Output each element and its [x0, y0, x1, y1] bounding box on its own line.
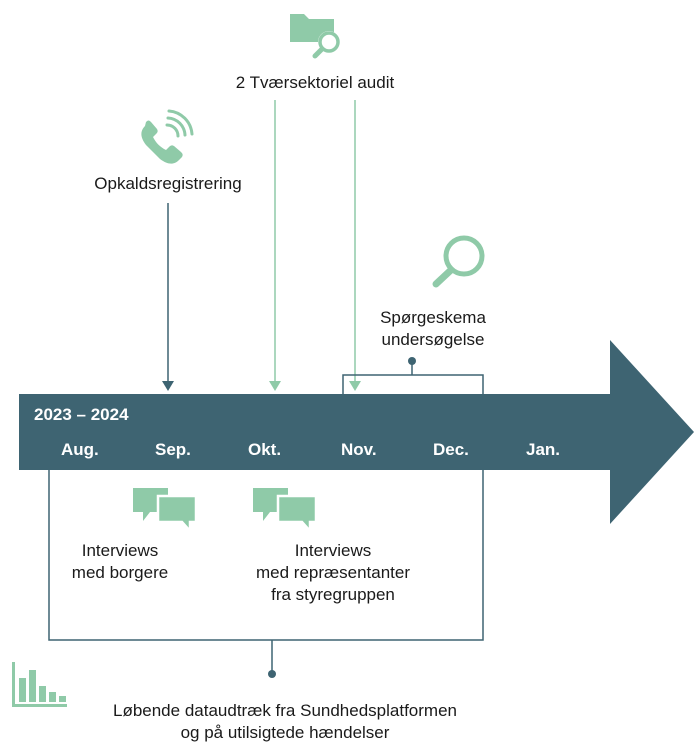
- month-okt: Okt.: [248, 440, 282, 459]
- survey-label-line-2: undersøgelse: [381, 330, 485, 349]
- phone-icon: [141, 109, 194, 164]
- audit-label: 2 Tværsektoriel audit: [235, 73, 395, 92]
- month-sep: Sep.: [155, 440, 191, 459]
- chat-bubbles-icon-citizens: [133, 488, 198, 535]
- timeline-period: 2023 – 2024: [34, 405, 129, 424]
- call-registration-label: Opkaldsregistrering: [94, 174, 242, 193]
- interviews-reps-line-2: med repræsentanter: [255, 563, 411, 582]
- interviews-citizens-line-2: med borgere: [71, 563, 169, 582]
- magnifier-icon: [432, 235, 485, 288]
- interviews-reps-line-1: Interviews: [294, 541, 372, 560]
- data-extract-label: Løbende dataudtræk fra Sundhedsplatforme…: [75, 700, 495, 744]
- month-jan: Jan.: [526, 440, 561, 459]
- chat-bubbles-icon-reps: [253, 488, 318, 535]
- audit-arrowhead-okt: [269, 381, 281, 391]
- interviews-reps-line-3: fra styregruppen: [271, 585, 395, 604]
- survey-bracket: [342, 374, 484, 394]
- call-registration-arrowhead: [162, 381, 174, 391]
- interviews-reps-label: Interviews med repræsentanter fra styreg…: [228, 540, 438, 606]
- data-extract-line-2: og på utilsigtede hændelser: [180, 723, 390, 742]
- survey-label: Spørgeskema undersøgelse: [368, 307, 498, 351]
- survey-label-line-1: Spørgeskema: [380, 308, 486, 327]
- folder-search-icon: [290, 14, 340, 59]
- audit-arrowhead-nov: [349, 381, 361, 391]
- month-aug: Aug.: [61, 440, 99, 459]
- month-nov: Nov.: [341, 440, 377, 459]
- interviews-citizens-label: Interviews med borgere: [50, 540, 190, 584]
- data-extract-dot: [268, 670, 276, 678]
- interviews-citizens-line-1: Interviews: [81, 541, 159, 560]
- month-dec: Dec.: [433, 440, 469, 459]
- bar-chart-icon: [12, 662, 67, 707]
- data-extract-line-1: Løbende dataudtræk fra Sundhedsplatforme…: [112, 701, 457, 720]
- data-extract-bracket: [48, 470, 484, 641]
- timeline-arrow: [19, 340, 694, 524]
